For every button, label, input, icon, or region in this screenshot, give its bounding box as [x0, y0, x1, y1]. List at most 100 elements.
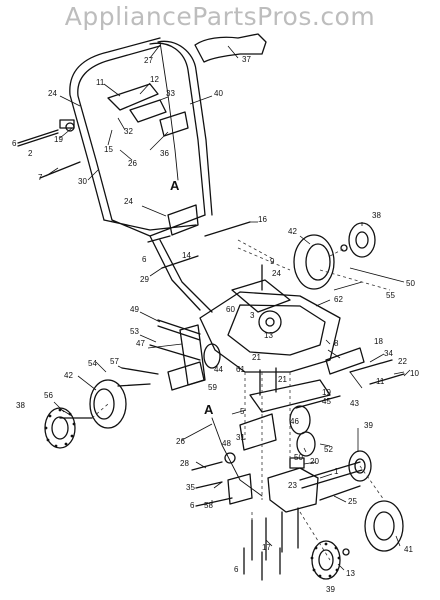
bolt-29[interactable] [161, 255, 199, 269]
spring-48[interactable] [224, 452, 236, 464]
callout-50b: 50 [294, 453, 303, 462]
bracket-36[interactable] [159, 111, 189, 137]
callout-9: 9 [270, 257, 275, 266]
rod-49[interactable] [157, 319, 201, 341]
hubcap-38-upper-inner [355, 231, 369, 249]
idler-44[interactable] [203, 343, 221, 369]
handle-right-tube[interactable] [149, 40, 213, 216]
callout-32: 32 [124, 127, 133, 136]
engine-mount[interactable] [231, 279, 291, 313]
callout-40: 40 [214, 89, 223, 98]
callout-35: 35 [186, 483, 195, 492]
hubcap-studs [44, 408, 341, 578]
shaft-1[interactable] [299, 461, 363, 489]
callout-42a: 42 [288, 227, 297, 236]
bolt-6c[interactable] [195, 497, 233, 507]
pulley-13[interactable] [258, 310, 282, 334]
section-mark-a-upper: A [170, 178, 180, 193]
assembly-lines [91, 239, 391, 561]
callout-55: 55 [386, 291, 395, 300]
callout-44: 44 [214, 365, 223, 374]
callout-5: 5 [240, 407, 245, 416]
bolt-35[interactable] [195, 481, 223, 489]
callout-26b: 26 [176, 437, 185, 446]
pulley-52[interactable] [296, 431, 316, 457]
bolt-22[interactable] [349, 359, 393, 373]
wheel-42-lower[interactable] [89, 379, 127, 429]
shaft-21[interactable] [259, 367, 277, 396]
tine-housing[interactable] [267, 467, 319, 513]
callout-22: 22 [398, 357, 407, 366]
hubcap-38-upper[interactable] [348, 222, 376, 258]
bolt-54[interactable] [117, 383, 151, 387]
section-mark-a-lower: A [204, 402, 214, 417]
callout-13: 13 [264, 331, 273, 340]
axle-housing[interactable] [249, 379, 331, 413]
callout-17: 17 [262, 543, 271, 552]
callout-24c: 24 [272, 269, 281, 278]
bolt-16[interactable] [204, 221, 251, 237]
wheel-shaft-43[interactable] [295, 395, 341, 409]
callout-2: 2 [28, 149, 33, 158]
bolt-10[interactable] [369, 373, 405, 385]
bracket-59[interactable] [167, 361, 205, 391]
tube-23[interactable] [319, 485, 361, 501]
bracket-58[interactable] [227, 473, 253, 505]
callout-16: 16 [258, 215, 267, 224]
callout-23: 23 [288, 481, 297, 490]
callout-48: 48 [222, 439, 231, 448]
nut-13-lower[interactable] [342, 548, 350, 556]
hubcap-39-upper[interactable] [348, 450, 372, 482]
callout-43: 43 [350, 399, 359, 408]
callout-6b: 6 [142, 255, 147, 264]
callout-28: 28 [180, 459, 189, 468]
callout-12: 12 [150, 75, 159, 84]
control-cable-upper[interactable] [159, 41, 179, 181]
nut-50-upper[interactable] [340, 244, 348, 252]
callout-49: 49 [130, 305, 139, 314]
wheel-42-upper[interactable] [293, 234, 335, 290]
handle-grip[interactable] [194, 33, 267, 63]
callout-24b: 24 [124, 197, 133, 206]
spring-coil[interactable] [59, 119, 75, 129]
bolt-57[interactable] [121, 367, 159, 375]
lower-handle[interactable] [103, 214, 213, 313]
callout-19a: 19 [54, 135, 63, 144]
bolt-6a[interactable] [17, 129, 59, 147]
hubcap-39-lower-inner [318, 549, 334, 571]
callout-33: 33 [166, 89, 175, 98]
hubcap-38-lower-inner [51, 416, 69, 440]
callout-39b: 39 [326, 585, 335, 594]
upper-handle[interactable] [69, 37, 161, 221]
callout-15: 15 [104, 145, 113, 154]
bolt-6b[interactable] [147, 235, 171, 243]
callout-6c: 6 [190, 501, 195, 510]
callout-38b: 38 [16, 401, 25, 410]
wheel-41-hub [373, 511, 395, 541]
bolt-28[interactable] [191, 461, 223, 471]
deck-62[interactable] [199, 291, 341, 373]
callout-59: 59 [208, 383, 217, 392]
callout-60: 60 [226, 305, 235, 314]
hubcap-39-upper-inner [354, 458, 366, 474]
bolt-set-6d[interactable] [243, 547, 281, 581]
bracket-34[interactable] [325, 347, 365, 375]
rod-53[interactable] [149, 344, 201, 361]
callout-62: 62 [334, 295, 343, 304]
callout-56: 56 [44, 391, 53, 400]
bolt-set-17[interactable] [251, 507, 299, 561]
control-lever[interactable] [107, 83, 167, 123]
hubcap-39-lower[interactable] [311, 540, 341, 580]
bracket-31[interactable] [239, 413, 277, 451]
pulley-13-hub [265, 317, 275, 327]
callout-31: 31 [236, 433, 245, 442]
wheel-41[interactable] [364, 500, 404, 552]
callout-58: 58 [204, 501, 213, 510]
block-20[interactable] [289, 457, 305, 469]
callout-45: 45 [322, 397, 331, 406]
callout-11b: 11 [376, 377, 385, 386]
handle-bracket-14[interactable] [167, 204, 199, 236]
callout-21b: 21 [278, 375, 287, 384]
callout-61: 61 [236, 365, 245, 374]
